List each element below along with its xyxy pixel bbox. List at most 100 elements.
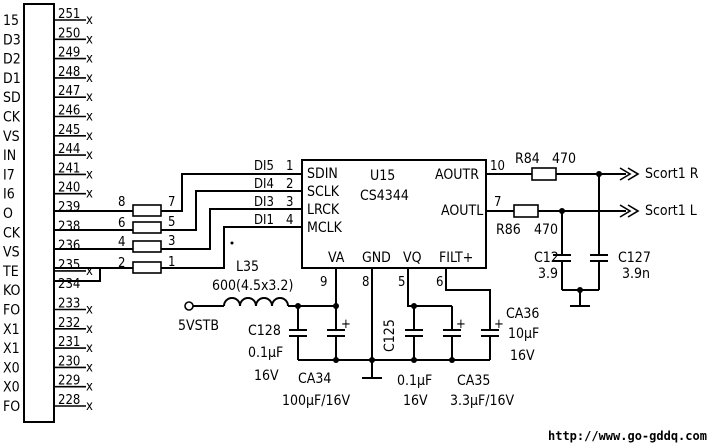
- connector-pin-number: 231: [58, 335, 80, 350]
- no-connect-icon: x: [86, 71, 93, 86]
- c127-ref: C127: [618, 250, 651, 266]
- no-connect-icon: x: [86, 187, 93, 202]
- connector-pin-number: 229: [58, 374, 80, 389]
- c128-voltage: 16V: [254, 368, 279, 384]
- no-connect-icon: x: [86, 110, 93, 125]
- connector-label: O: [3, 206, 13, 222]
- capacitor-ca35: [443, 306, 461, 360]
- ca34-plus-icon: +: [341, 317, 351, 332]
- connector-pin-number: 248: [58, 65, 80, 80]
- connector-label: CK: [3, 110, 21, 126]
- ca35-ref: CA35: [457, 373, 490, 389]
- no-connect-icon: x: [86, 90, 93, 105]
- power-label: 5VSTB: [178, 318, 219, 334]
- wire-di1: [161, 226, 302, 269]
- ca35-plus-icon: +: [456, 317, 466, 332]
- rn-pin-4: 4: [118, 235, 125, 250]
- c125-value: 0.1µF: [397, 373, 432, 389]
- ic-pin-lrck: LRCK: [307, 202, 340, 218]
- no-connect-icon: x: [86, 380, 93, 395]
- power-section: 5VSTB L35 600(4.5x3.2) C128 0.1µF 16V + …: [178, 259, 539, 409]
- ca36-value: 10µF: [508, 326, 539, 342]
- ic-pin-num-2: 2: [286, 177, 293, 192]
- l35-ref: L35: [236, 259, 259, 275]
- connector-to-rn-wires: [54, 210, 133, 282]
- junction-dot: [230, 241, 234, 245]
- resistor-net-element-1: [132, 204, 162, 217]
- ca34-value: 100µF/16V: [282, 393, 351, 409]
- connector-pin-number: 247: [58, 84, 80, 99]
- ca34-ref: CA34: [298, 371, 331, 387]
- no-connect-icon: x: [86, 322, 93, 337]
- connector-label: D3: [3, 32, 21, 48]
- rn-pin-7: 7: [168, 195, 175, 210]
- ic-pin-num-10: 10: [490, 159, 505, 174]
- junction-gnd: [369, 357, 375, 363]
- ic-part: CS4344: [360, 188, 409, 204]
- capacitor-ca34: [327, 306, 345, 360]
- output-arrow-right-icon: [619, 167, 640, 181]
- connector-label: X1: [3, 341, 20, 357]
- capacitor-c12x: [553, 211, 571, 290]
- connector-pin-number: 236: [58, 239, 80, 254]
- resistor-net-element-3: [132, 240, 162, 253]
- connector-pin-number: 235: [58, 258, 80, 273]
- connector-pin-number: 230: [58, 354, 80, 369]
- ic-pin-num-7: 7: [494, 195, 501, 210]
- rn-pin-8: 8: [118, 195, 125, 210]
- connector-label: I6: [3, 187, 15, 203]
- ic-pin-sclk: SCLK: [307, 184, 340, 200]
- output-section: R84 470 R86 470 Scort1 R Scort1 L C12 3.…: [486, 151, 699, 307]
- connector-label: D1: [3, 71, 21, 87]
- net-di1: DI1: [254, 213, 274, 228]
- connector-label: X1: [3, 322, 20, 338]
- ic-pin-va: VA: [328, 250, 345, 266]
- c12-ref: C12: [534, 250, 559, 266]
- junction-gnd-ca34: [333, 357, 339, 363]
- ground-out-icon: [570, 290, 590, 307]
- no-connect-icon: x: [86, 32, 93, 47]
- ic-pin-aoutl: AOUTL: [441, 203, 483, 219]
- ic-pin-num-3: 3: [286, 195, 293, 210]
- capacitor-c125: [405, 306, 423, 360]
- connector-body: [23, 3, 55, 423]
- connector-label: IN: [3, 148, 16, 164]
- watermark: http://www.go-gddq.com: [548, 429, 707, 443]
- connector-pin-number: 228: [58, 393, 80, 408]
- rn-pin-6: 6: [118, 216, 125, 231]
- ic-body: [301, 159, 487, 269]
- ic-pin-filt: FILT+: [439, 250, 473, 266]
- ic-pin-num-6: 6: [436, 275, 443, 290]
- connector-label: VS: [3, 129, 20, 145]
- connector-label: KO: [3, 283, 20, 299]
- connector-label: I7: [3, 167, 15, 183]
- power-terminal-icon: [184, 301, 194, 311]
- inductor-l35: [223, 297, 289, 307]
- no-connect-icon: x: [86, 129, 93, 144]
- ca36-ref: CA36: [506, 306, 539, 322]
- resistor-r84: [531, 167, 557, 181]
- ic-pin-num-5: 5: [398, 275, 405, 290]
- ca36-voltage: 16V: [510, 348, 535, 364]
- l35-value: 600(4.5x3.2): [212, 278, 293, 294]
- r84-ref: R84: [515, 151, 540, 167]
- wire-di5: [161, 173, 302, 212]
- connector-label: FO: [3, 399, 20, 415]
- connector-label: X0: [3, 380, 20, 396]
- c125-voltage: 16V: [403, 393, 428, 409]
- wire-vq: [407, 268, 452, 307]
- ic-pin-vq: VQ: [403, 250, 422, 266]
- connector-pin-number: 241: [58, 161, 80, 176]
- connector-pin-number: 245: [58, 123, 80, 138]
- connector-pin-number: 238: [58, 219, 80, 234]
- resistor-r86: [513, 204, 539, 218]
- ic-pin-aoutr: AOUTR: [435, 167, 479, 183]
- connector-pin-number: 240: [58, 181, 80, 196]
- ic-pin-num-4: 4: [286, 213, 293, 228]
- ic-pin-num-8: 8: [362, 275, 369, 290]
- ca35-value: 3.3µF/16V: [450, 393, 515, 409]
- connector-pin-number: 232: [58, 316, 80, 331]
- no-connect-icon: x: [86, 13, 93, 28]
